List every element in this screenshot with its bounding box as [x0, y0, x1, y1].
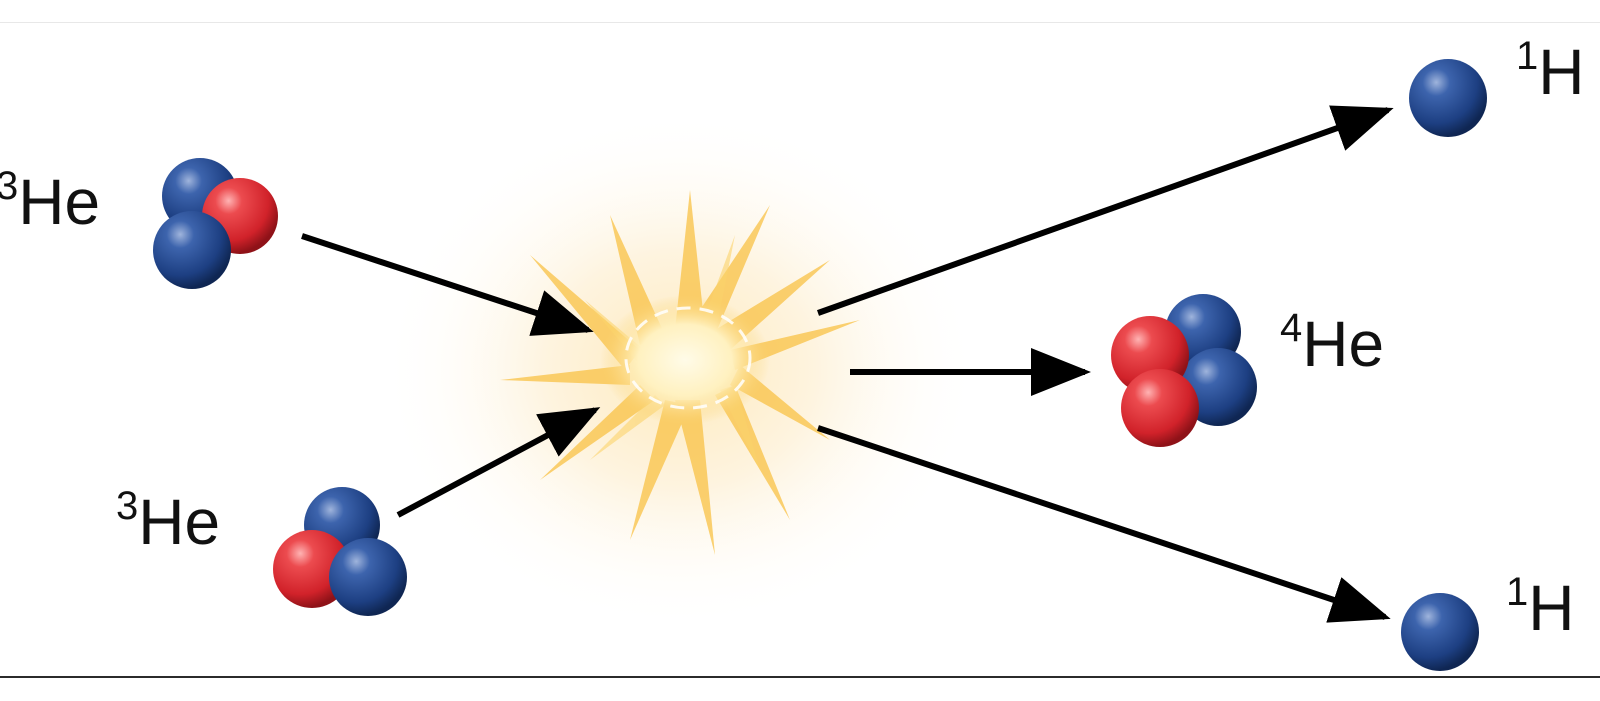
element-symbol: H — [1538, 36, 1585, 108]
mass-number: 3 — [0, 164, 19, 208]
reaction-arrows — [301, 105, 1394, 623]
hydrogen-1-nucleus-bottom — [1401, 593, 1479, 671]
neutron — [329, 538, 407, 616]
arrow-product-top — [816, 105, 1394, 316]
arrow-reactant-bottom — [396, 407, 601, 518]
label-product-bottom: 1H — [1506, 572, 1574, 640]
arrow-reactant-top — [301, 233, 594, 336]
hydrogen-1-nucleus-top — [1409, 59, 1487, 137]
bottom-border — [0, 676, 1600, 678]
flash-ring — [624, 306, 752, 410]
helium-3-nucleus-top — [153, 158, 278, 289]
neutron — [153, 211, 231, 289]
flash-core — [600, 295, 770, 425]
mass-number: 1 — [1506, 570, 1529, 614]
mass-number: 1 — [1516, 34, 1539, 78]
top-border — [0, 22, 1600, 23]
proton — [1121, 369, 1199, 447]
element-symbol: H — [1528, 572, 1575, 644]
label-reactant-top: 3He — [0, 166, 100, 234]
label-product-middle: 4He — [1280, 308, 1384, 376]
label-reactant-bottom: 3He — [116, 486, 220, 554]
arrow-product-bottom — [817, 425, 1391, 623]
element-symbol: He — [138, 486, 221, 558]
label-product-top: 1H — [1516, 36, 1584, 104]
fusion-flash — [380, 110, 980, 630]
mass-number: 3 — [116, 484, 139, 528]
mass-number: 4 — [1280, 306, 1303, 350]
helium-4-nucleus — [1111, 294, 1257, 447]
element-symbol: He — [1302, 308, 1385, 380]
element-symbol: He — [18, 166, 101, 238]
helium-3-nucleus-bottom — [273, 487, 407, 616]
